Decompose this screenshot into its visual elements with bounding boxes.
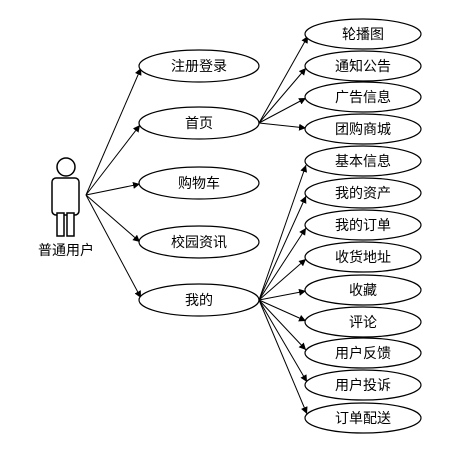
connector-mine-to-child xyxy=(258,258,307,301)
usecase-home: 首页 xyxy=(138,106,260,140)
usecase-label: 我的订单 xyxy=(335,218,391,234)
usecase-label: 收货地址 xyxy=(335,249,391,266)
usecase-label: 订单配送 xyxy=(335,411,391,427)
usecase-mine: 我的 xyxy=(138,283,260,317)
usecase-ellipse xyxy=(304,209,422,241)
usecase-feedback: 用户反馈 xyxy=(304,337,422,369)
connector-actor-to-level1 xyxy=(85,194,141,243)
connector-mine-to-child xyxy=(258,299,308,383)
connector-mine-to-child xyxy=(258,195,307,301)
connector-actor-to-level1 xyxy=(85,124,141,196)
usecase-ellipse xyxy=(138,49,260,83)
actor-right-leg xyxy=(66,212,75,237)
usecase-ellipse xyxy=(304,145,422,177)
usecase-ellipse xyxy=(304,50,422,82)
usecase-ellipse xyxy=(138,106,260,140)
home-children: 轮播图 通知公告 广告信息 团购商城 xyxy=(304,18,422,145)
connector-home-to-child xyxy=(258,35,309,124)
usecase-ellipse xyxy=(304,177,422,209)
usecase-carousel: 轮播图 xyxy=(304,18,422,50)
usecase-label: 校园资讯 xyxy=(171,234,227,251)
mine-children: 基本信息 我的资产 我的订单 收货地址 收藏 评论 用户反馈 用户投诉 xyxy=(304,145,422,434)
connector-home-to-child xyxy=(258,122,307,131)
usecase-ellipse xyxy=(304,337,422,369)
usecase-register: 注册登录 xyxy=(138,49,260,83)
usecase-label: 评论 xyxy=(349,315,377,331)
connector-home-to-child xyxy=(258,97,307,124)
connector-actor-to-level1 xyxy=(85,194,142,299)
actor-torso xyxy=(51,177,80,216)
usecase-campus: 校园资讯 xyxy=(138,225,260,259)
usecase-label: 用户反馈 xyxy=(335,345,391,362)
connector-home-to-child xyxy=(258,67,307,124)
connector-actor-to-level1 xyxy=(85,67,142,196)
connector-mine-to-child xyxy=(258,227,307,301)
usecase-favorites: 收藏 xyxy=(304,274,422,306)
connectors xyxy=(85,35,309,415)
usecase-ellipse xyxy=(304,81,422,113)
connector-mine-to-child xyxy=(258,164,308,301)
usecase-assets: 我的资产 xyxy=(304,177,422,209)
usecase-basic: 基本信息 xyxy=(304,145,422,177)
usecase-ads: 广告信息 xyxy=(304,81,422,113)
usecase-ellipse xyxy=(304,369,422,401)
usecase-label: 用户投诉 xyxy=(335,377,391,394)
usecase-label: 基本信息 xyxy=(335,153,391,170)
actor-head xyxy=(56,157,76,177)
actor-left-leg xyxy=(56,212,65,237)
usecase-label: 我的资产 xyxy=(335,186,391,202)
usecase-ellipse xyxy=(138,225,260,259)
level1-usecases: 注册登录 首页 购物车 校园资讯 我的 xyxy=(138,49,260,317)
usecase-label: 轮播图 xyxy=(342,27,384,43)
usecase-label: 广告信息 xyxy=(335,89,391,106)
usecase-group: 团购商城 xyxy=(304,113,422,145)
usecase-label: 通知公告 xyxy=(335,58,391,75)
connector-mine-to-child xyxy=(258,288,307,301)
usecase-orders: 我的订单 xyxy=(304,209,422,241)
usecase-ellipse xyxy=(138,166,260,200)
usecase-ellipse xyxy=(304,402,422,434)
connector-mine-to-child xyxy=(258,299,308,415)
usecase-ellipse xyxy=(304,241,422,273)
usecase-ellipse xyxy=(304,113,422,145)
connector-mine-to-child xyxy=(258,299,307,322)
actor-label: 普通用户 xyxy=(38,242,94,259)
usecase-label: 我的 xyxy=(185,293,213,309)
usecase-complaint: 用户投诉 xyxy=(304,369,422,401)
usecase-label: 首页 xyxy=(185,116,213,132)
usecase-ellipse xyxy=(138,283,260,317)
usecase-label: 收藏 xyxy=(349,283,377,299)
usecase-cart: 购物车 xyxy=(138,166,260,200)
usecase-label: 团购商城 xyxy=(335,122,391,138)
connector-mine-to-child xyxy=(258,299,307,351)
usecase-delivery: 订单配送 xyxy=(304,402,422,434)
usecase-ellipse xyxy=(304,306,422,338)
usecase-notice: 通知公告 xyxy=(304,50,422,82)
usecase-ellipse xyxy=(304,18,422,50)
usecase-ellipse xyxy=(304,274,422,306)
usecase-address: 收货地址 xyxy=(304,241,422,273)
usecase-label: 购物车 xyxy=(178,175,220,192)
connector-actor-to-level1 xyxy=(85,181,141,196)
actor-figure xyxy=(51,157,80,237)
usecase-label: 注册登录 xyxy=(171,59,227,75)
usecase-comments: 评论 xyxy=(304,306,422,338)
